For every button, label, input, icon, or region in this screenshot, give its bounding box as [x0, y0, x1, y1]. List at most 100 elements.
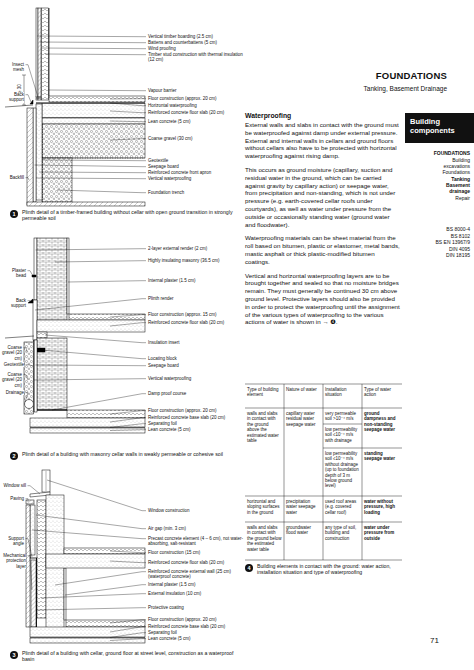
part-label: Floor construction (approx. 15 cm): [148, 312, 244, 317]
table-cell: very permeable soil >10⁻⁴ m/s: [325, 411, 360, 422]
leader-line: [57, 190, 146, 193]
part-label: Geotextile: [148, 158, 244, 163]
part-label: Paving: [2, 496, 24, 501]
leader-line: [26, 178, 30, 180]
body-paragraph: Vertical and horizontal waterproofing la…: [245, 272, 400, 327]
part-label: Back support: [2, 298, 26, 309]
part-label: Coarse gravel (20 cm): [2, 345, 22, 361]
index-entry: Repair: [422, 195, 470, 201]
index-entry: BS 8000-4: [408, 226, 470, 232]
leader-line: [110, 323, 146, 326]
part-label: Vertical timber boarding (2.5 cm): [148, 34, 244, 39]
part-label: Timber stud construction with thermal in…: [148, 52, 244, 63]
callout-number: 4: [245, 564, 253, 572]
table-cell: walls and slabs in contact with the grou…: [247, 411, 282, 443]
leader-line: [24, 348, 28, 352]
part-label: Reinforced concrete external wall (25 cm…: [148, 569, 244, 580]
table-cell: horizontal and sloping surfaces in the g…: [247, 499, 282, 515]
leader-line: [26, 499, 29, 502]
leader-line: [36, 249, 147, 250]
part-label: Reinforced concrete floor slab (20 cm): [148, 110, 244, 115]
leader-line: [25, 393, 28, 402]
part-label: Damp proof course: [148, 391, 244, 396]
leader-line: [65, 585, 146, 595]
index-entry: Building excavations: [430, 157, 470, 169]
body-paragraph: External walls and slabs in contact with…: [245, 121, 400, 160]
part-label: Window construction: [148, 508, 244, 513]
part-label: Protective coating: [148, 605, 244, 610]
part-label: Floor construction (approx. 20 cm): [148, 617, 244, 622]
part-label: 2-layer external render (2 cm): [148, 246, 244, 251]
part-label: Mechanical protection layer: [1, 553, 26, 569]
table-cell: used roof areas (e.g. covered cellar roo…: [325, 499, 360, 515]
leader-line: [35, 165, 147, 167]
callout-number: 2: [10, 452, 18, 460]
figure-caption: Plinth detail of a building with masonry…: [22, 451, 242, 457]
part-label: Horizontal waterproofing: [148, 103, 244, 108]
page-title: FOUNDATIONS: [300, 70, 447, 81]
table-cell: groundwater flood water: [286, 525, 321, 536]
leader-line: [110, 429, 146, 431]
callout-number: 1: [10, 210, 18, 218]
callout-number: 3: [10, 651, 18, 659]
leader-line: [34, 379, 146, 380]
part-label: Reinforced concrete base slab (20 cm): [148, 624, 244, 629]
leader-line: [35, 299, 146, 310]
part-label: Internal plaster (1.5 cm): [148, 582, 244, 587]
leader-line: [110, 139, 146, 140]
leader-line: [40, 42, 147, 44]
part-label: Reinforced concrete base slab (20 cm): [148, 415, 244, 420]
figure-caption: Building elements in contact with the gr…: [257, 563, 402, 575]
part-label: Backfill: [2, 175, 24, 180]
leader-line: [52, 394, 146, 410]
leader-line: [37, 608, 147, 610]
figure-caption: Plinth detail of a building with cellar,…: [22, 650, 242, 662]
table-cell: walls and slabs in contact with the grou…: [247, 525, 282, 552]
leader-line: [110, 424, 146, 428]
part-label: Drainage: [2, 390, 24, 395]
tab-box: Building components: [405, 113, 474, 143]
leader-line: [110, 121, 146, 123]
part-label: Vertical waterproofing: [148, 176, 244, 181]
leader-line: [55, 572, 146, 585]
part-label: Air gap (min. 3 cm): [148, 526, 244, 531]
table-cell: water under pressure from outside: [364, 525, 400, 541]
index-entry: BS EN 13967/9: [408, 239, 470, 245]
part-label: Insulation insert: [148, 340, 244, 345]
leader-line: [36, 515, 146, 529]
leader-line: [26, 365, 34, 366]
part-label: Highly insulating masonry (36.5 cm): [148, 258, 244, 263]
part-label: Floor construction (approx. 20 cm): [148, 408, 244, 413]
leader-line: [41, 350, 146, 359]
leader-line: [28, 301, 31, 302]
table-cell: Type of building element: [247, 387, 282, 398]
part-label: Precast concrete element (4 – 6 cm), not…: [148, 536, 244, 547]
leader-line: [39, 172, 146, 174]
part-label: Locating block: [148, 356, 244, 361]
index-entry: BS 8102: [408, 233, 470, 239]
leader-line: [28, 271, 34, 276]
part-label: Seepage board: [148, 363, 244, 368]
part-label: Reinforced concrete floor slab (20 cm): [148, 320, 244, 325]
index-entry: Basement drainage: [430, 182, 470, 194]
section-heading: Waterproofing: [245, 112, 400, 120]
body-paragraph: This occurs as ground moisture (capillar…: [245, 166, 400, 228]
body-paragraph: Waterproofing materials can be sheet mat…: [245, 234, 400, 265]
index-entry: Foundations: [422, 169, 470, 175]
part-label: Vertical waterproofing: [148, 376, 244, 381]
part-label: Window sill: [2, 483, 26, 488]
table-cell: Type of water action: [364, 387, 400, 398]
leader-line: [110, 551, 146, 553]
leader-line: [110, 411, 146, 414]
part-label: Lean concrete (5 cm): [148, 119, 244, 124]
part-label: Reinforced concrete floor slab (20 cm): [148, 560, 244, 565]
part-label: Support angle: [2, 536, 24, 547]
page-number: 71: [430, 636, 450, 645]
part-label: Back support: [2, 92, 24, 103]
leader-line: [68, 281, 146, 282]
leader-line: [110, 98, 146, 99]
index-entry: Tanking: [422, 176, 470, 182]
figure-caption: Plinth detail of a timber-framed buildin…: [22, 209, 242, 221]
part-label: Lean concrete (5 cm): [148, 636, 244, 641]
